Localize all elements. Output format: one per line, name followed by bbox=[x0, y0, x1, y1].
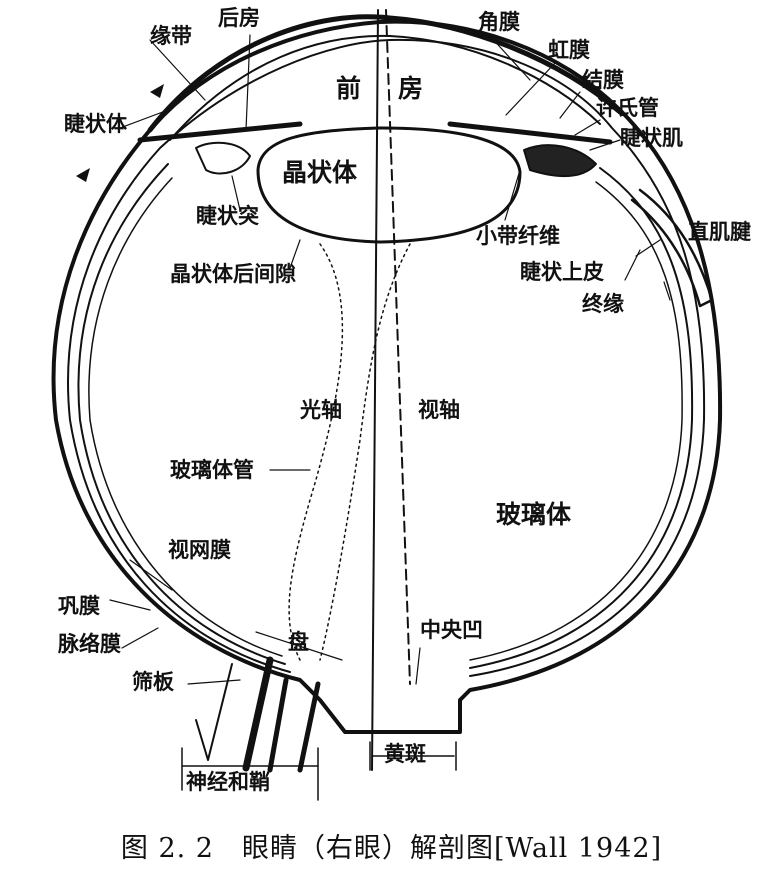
label-jiezhuangti: 睫状体 bbox=[64, 112, 127, 136]
label-jiezhuangtu: 睫状突 bbox=[196, 204, 259, 228]
label-pan: 盘 bbox=[288, 630, 309, 654]
label-jiezhuangshangpi: 睫状上皮 bbox=[520, 260, 604, 284]
label-fang: 房 bbox=[398, 74, 424, 103]
label-guangzhou: 光轴 bbox=[300, 398, 342, 422]
optic-nerve-mid bbox=[267, 677, 289, 773]
label-boliti: 玻璃体 bbox=[496, 500, 572, 529]
optic-nerve-left bbox=[242, 656, 274, 772]
label-bolitiguan: 玻璃体管 bbox=[170, 458, 254, 482]
iris-right bbox=[447, 121, 613, 145]
optic-nerve-sheath bbox=[195, 663, 233, 761]
label-zhongyuan: 终缘 bbox=[582, 292, 624, 316]
label-jingzhuangtihoujianxi: 晶状体后间隙 bbox=[170, 262, 296, 286]
label-yuandai: 缘带 bbox=[150, 24, 192, 48]
label-shenjingheqiao: 神经和鞘 bbox=[186, 770, 270, 794]
label-jingzhuangti: 晶状体 bbox=[282, 158, 358, 187]
cornea-inner bbox=[169, 34, 601, 141]
label-shizhou: 视轴 bbox=[418, 398, 460, 422]
cornea bbox=[147, 14, 623, 133]
rectus-tendon bbox=[630, 188, 714, 308]
label-zhongyangao: 中央凹 bbox=[420, 618, 483, 642]
label-maiLuomo: 脉络膜 bbox=[58, 632, 121, 656]
label-shiwangmo: 视网膜 bbox=[168, 538, 231, 562]
optic-nerve-right bbox=[297, 681, 321, 773]
visual-axis-line bbox=[385, 9, 411, 685]
eye-drawing bbox=[51, 9, 723, 801]
label-hongmo: 虹膜 bbox=[548, 38, 590, 62]
ciliary-left bbox=[195, 141, 251, 175]
eye-anatomy-diagram: 后房 缘带 角膜 虹膜 结膜 许氏管 睫状肌 睫状体 前 房 晶状体 睫状突 小… bbox=[51, 6, 751, 801]
hyaloid-canal bbox=[288, 243, 344, 661]
label-xushiguan: 许氏管 bbox=[596, 96, 659, 120]
label-jiaomo: 角膜 bbox=[478, 10, 520, 34]
label-zhijijian: 直肌腱 bbox=[688, 220, 751, 244]
ciliary-right bbox=[523, 144, 597, 178]
iris-left bbox=[137, 121, 303, 143]
label-houfang: 后房 bbox=[218, 6, 260, 30]
retina-inner bbox=[88, 177, 683, 661]
label-huangban: 黄斑 bbox=[384, 742, 426, 766]
label-xiaodaixianwei: 小带纤维 bbox=[476, 224, 560, 248]
hyaloid-canal-2 bbox=[319, 243, 411, 661]
label-shaiban: 筛板 bbox=[132, 670, 174, 694]
figure-caption: 图 2. 2 眼睛（右眼）解剖图[Wall 1942] bbox=[120, 833, 663, 864]
label-jiemo: 结膜 bbox=[582, 68, 624, 92]
label-jiezhuangji: 睫状肌 bbox=[620, 126, 683, 150]
choroid-layer bbox=[67, 38, 706, 677]
label-gongmo: 巩膜 bbox=[58, 594, 100, 618]
retina-layer bbox=[77, 163, 694, 669]
label-qian: 前 bbox=[336, 74, 362, 103]
optic-axis-line bbox=[371, 9, 379, 771]
